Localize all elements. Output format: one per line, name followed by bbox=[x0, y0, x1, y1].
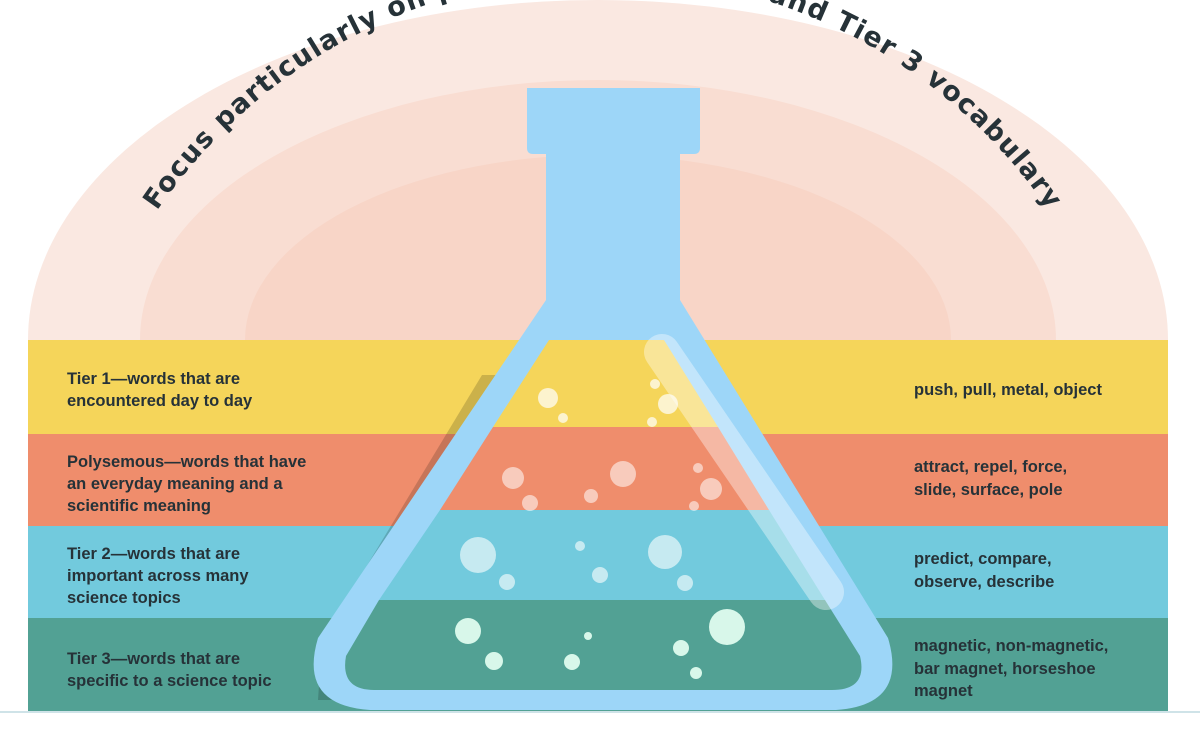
bubble bbox=[502, 467, 524, 489]
bubble bbox=[460, 537, 496, 573]
label-line: push, pull, metal, object bbox=[914, 381, 1102, 399]
bubble bbox=[647, 417, 657, 427]
bubble bbox=[709, 609, 745, 645]
bubble bbox=[689, 501, 699, 511]
label-line: Tier 2—words that are bbox=[67, 545, 240, 563]
tier2-description: Tier 2—words that are important across m… bbox=[67, 545, 253, 607]
bubble bbox=[700, 478, 722, 500]
bubble bbox=[564, 654, 580, 670]
label-line: an everyday meaning and a bbox=[67, 475, 283, 493]
label-line: bar magnet, horseshoe bbox=[914, 660, 1096, 678]
label-line: predict, compare, bbox=[914, 550, 1052, 568]
bubble bbox=[677, 575, 693, 591]
tier1-examples: push, pull, metal, object bbox=[914, 381, 1102, 399]
bubble bbox=[522, 495, 538, 511]
label-line: attract, repel, force, bbox=[914, 458, 1067, 476]
polysemous-examples: attract, repel, force, slide, surface, p… bbox=[914, 458, 1072, 499]
interior-tier3 bbox=[345, 600, 862, 690]
bubble bbox=[592, 567, 608, 583]
label-line: Tier 1—words that are bbox=[67, 370, 240, 388]
bubble bbox=[650, 379, 660, 389]
flask-highlight bbox=[644, 334, 844, 610]
bubbles bbox=[455, 379, 745, 679]
label-line: slide, surface, pole bbox=[914, 481, 1063, 499]
tier3-description: Tier 3—words that are specific to a scie… bbox=[67, 650, 272, 690]
bubble bbox=[658, 394, 678, 414]
interior-polysemous bbox=[440, 427, 769, 510]
bubble bbox=[499, 574, 515, 590]
bubble bbox=[673, 640, 689, 656]
tier2-examples: predict, compare, observe, describe bbox=[914, 550, 1056, 591]
label-line: magnetic, non-magnetic, bbox=[914, 637, 1108, 655]
bubble bbox=[575, 541, 585, 551]
bubble bbox=[538, 388, 558, 408]
bubble bbox=[584, 632, 592, 640]
label-line: important across many bbox=[67, 567, 249, 585]
bubble bbox=[584, 489, 598, 503]
bubble bbox=[610, 461, 636, 487]
bubble bbox=[455, 618, 481, 644]
tier3-examples: magnetic, non-magnetic, bar magnet, hors… bbox=[914, 637, 1113, 700]
label-line: observe, describe bbox=[914, 573, 1054, 591]
label-line: science topics bbox=[67, 589, 181, 607]
bubble bbox=[558, 413, 568, 423]
polysemous-description: Polysemous—words that have an everyday m… bbox=[67, 453, 311, 515]
label-line: Polysemous—words that have bbox=[67, 453, 306, 471]
bubble bbox=[485, 652, 503, 670]
bubble bbox=[693, 463, 703, 473]
label-line: scientific meaning bbox=[67, 497, 211, 515]
interior-tier2 bbox=[379, 510, 825, 600]
bubble bbox=[648, 535, 682, 569]
tier1-description: Tier 1—words that are encountered day to… bbox=[67, 370, 253, 410]
label-line: specific to a science topic bbox=[67, 672, 272, 690]
label-line: Tier 3—words that are bbox=[67, 650, 240, 668]
bubble bbox=[690, 667, 702, 679]
label-line: encountered day to day bbox=[67, 392, 253, 410]
label-line: magnet bbox=[914, 682, 973, 700]
